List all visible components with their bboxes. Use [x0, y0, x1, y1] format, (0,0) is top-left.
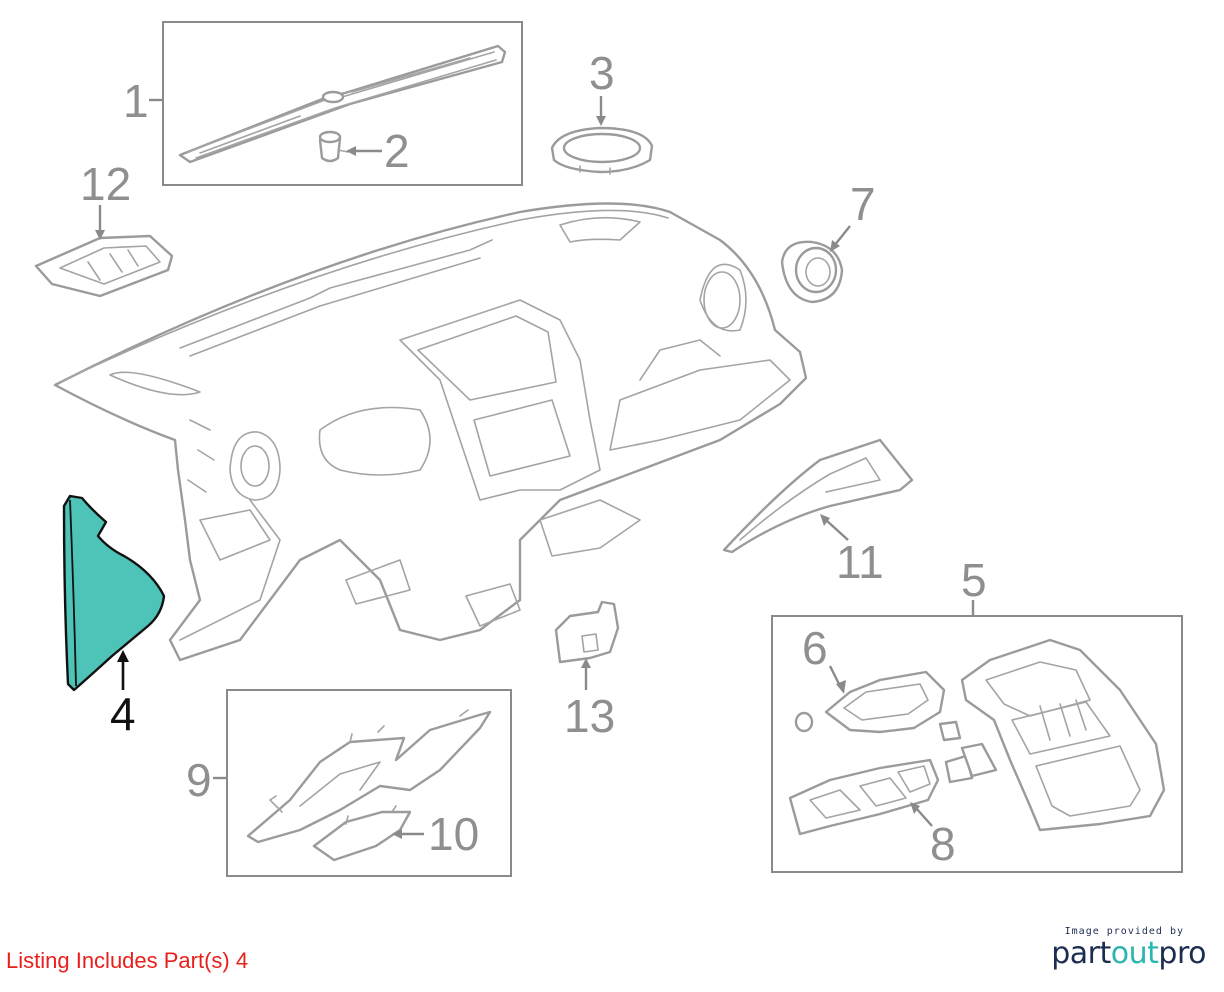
- leader-11: [825, 519, 849, 541]
- arrowhead-3: [596, 116, 606, 126]
- group-box-1-frame: [162, 21, 523, 186]
- group-box-1: [149, 21, 523, 186]
- callout-12: 12: [80, 158, 131, 210]
- arrowhead-2: [346, 146, 356, 156]
- logo-caption: Image provided by: [1064, 926, 1184, 937]
- part-2-clip[interactable]: [318, 130, 349, 163]
- callout-5: 5: [961, 554, 987, 606]
- part-1-defroster-grille[interactable]: [178, 44, 507, 164]
- group-box-5-frame: [771, 615, 1183, 873]
- leader-6: [828, 665, 842, 687]
- part-12-side-vent[interactable]: [34, 234, 174, 298]
- part-3-speaker-ring[interactable]: [550, 126, 654, 175]
- listing-includes-note: Listing Includes Part(s) 4: [6, 948, 249, 973]
- logo-word-pro: pro: [1158, 936, 1206, 971]
- callout-2: 2: [384, 125, 410, 177]
- arrowhead-10: [392, 829, 402, 839]
- callout-7: 7: [850, 178, 876, 230]
- arrowhead-4: [117, 650, 129, 662]
- part-13-bracket[interactable]: [554, 600, 620, 664]
- part-8-climate-control[interactable]: [788, 758, 940, 836]
- part-4-end-panel[interactable]: [62, 494, 166, 692]
- callout-3: 3: [589, 47, 615, 99]
- logo-word-out: out: [1110, 936, 1159, 971]
- callout-10: 10: [428, 808, 479, 860]
- part-10-lower-cover[interactable]: [312, 805, 412, 862]
- part-9-lower-panel[interactable]: [246, 709, 492, 844]
- arrowhead-13: [581, 658, 591, 668]
- callout-13: 13: [564, 690, 615, 742]
- arrowhead-6: [836, 680, 846, 694]
- group-box-5: [771, 600, 1183, 873]
- arrowhead-8: [910, 802, 920, 814]
- callout-1: 1: [123, 75, 149, 127]
- arrowhead-11: [820, 514, 830, 526]
- part-5-switches[interactable]: [938, 720, 998, 784]
- arrowhead-7: [830, 240, 840, 252]
- leader-8: [915, 807, 933, 827]
- callout-11: 11: [836, 536, 884, 588]
- callout-6: 6: [802, 622, 828, 674]
- logo-wordmark: partoutpro: [1046, 937, 1206, 971]
- part-6-hazard-bezel[interactable]: [794, 670, 946, 734]
- leader-7: [833, 225, 851, 247]
- part-7-round-vent[interactable]: [780, 240, 844, 304]
- part-11-trim-panel[interactable]: [722, 438, 914, 554]
- part-5-center-bezel[interactable]: [960, 638, 1166, 832]
- callout-9: 9: [186, 754, 212, 806]
- group-box-9: [213, 689, 512, 877]
- callout-4: 4: [110, 688, 136, 740]
- callout-8: 8: [930, 818, 956, 870]
- group-box-9-frame: [226, 689, 512, 877]
- partoutpro-logo: Image provided by partoutpro: [1046, 926, 1206, 971]
- logo-word-part: part: [1051, 936, 1111, 971]
- arrowhead-12: [95, 230, 105, 240]
- instrument-panel[interactable]: [53, 202, 808, 662]
